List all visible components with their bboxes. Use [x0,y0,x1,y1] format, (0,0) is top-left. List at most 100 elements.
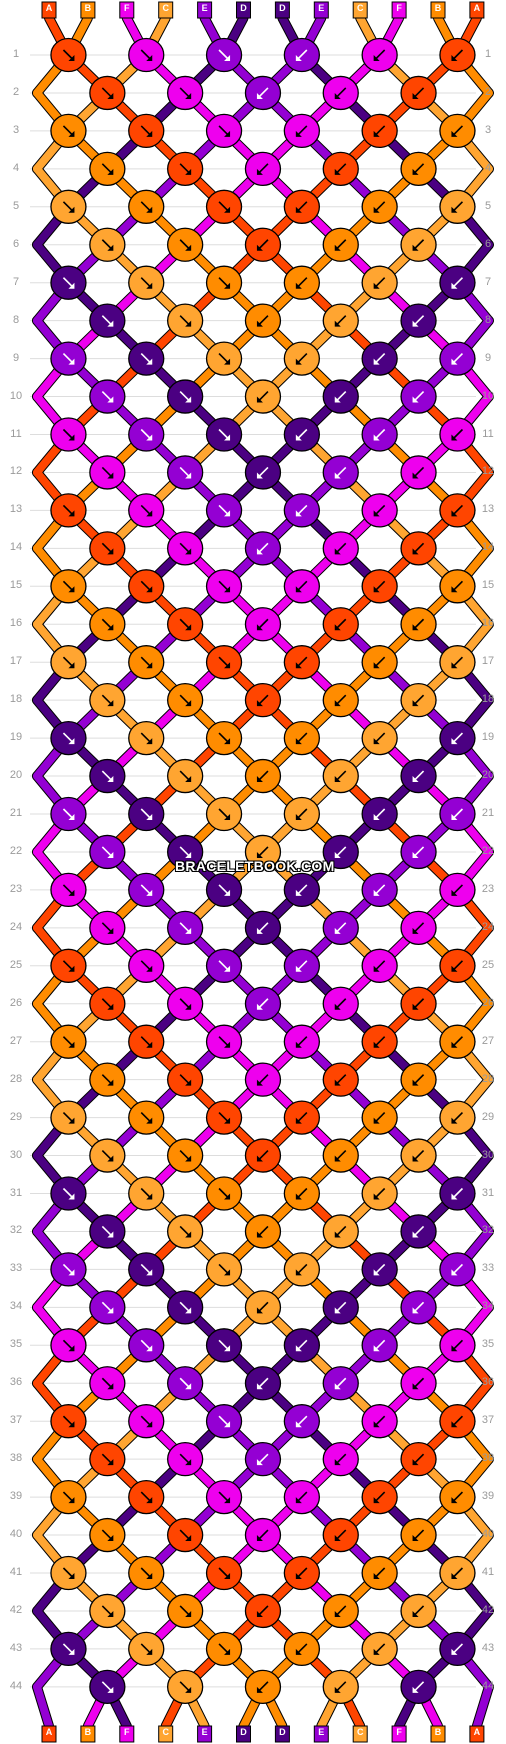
knot-arrow-head-icon [334,396,341,403]
knot-arrow-head-icon [146,510,153,517]
knot-arrow-icon [140,1491,151,1502]
knot-arrow-head-icon [68,814,75,820]
knot-arrow-icon [179,1453,190,1464]
knot-arrow-icon [336,1301,347,1312]
knot-arrow-head-icon [451,889,458,896]
knot-arrow-icon [413,846,425,857]
knot-arrow-icon [179,87,190,98]
knot-arrow-head-icon [451,1193,458,1200]
knot-arrow-head-icon [412,776,419,783]
row-number-right: 15 [481,579,495,592]
knot-arrow-head-icon [185,472,192,479]
knot-arrow-icon [413,618,425,629]
bottom-string-tab-label: A [473,1727,481,1737]
knot-arrow-head-icon [334,927,341,934]
knot-arrow-head-icon [224,434,231,441]
knot-arrow-icon [452,1643,464,1654]
bottom-string-tab-label: F [124,1727,130,1737]
row-number-right: 36 [481,1376,495,1389]
row-number-right: 2 [484,85,492,98]
knot-arrow-head-icon [256,1231,263,1238]
knot-arrow-icon [218,656,229,667]
knot-arrow-head-icon [373,206,380,213]
knot-arrow-head-icon [295,965,302,972]
row-number-right: 41 [481,1566,495,1578]
knot-arrow-icon [297,1491,308,1502]
knot-arrow-head-icon [146,206,153,213]
knot-arrow-icon [62,125,74,136]
knot-arrow-icon [375,1036,386,1047]
knot-arrow-icon [218,1263,229,1274]
knot-arrow-icon [375,125,386,136]
knot-arrow-head-icon [373,510,380,517]
knot-arrow-head-icon [146,1421,153,1428]
knot-arrow-head-icon [412,700,419,707]
knot-arrow-head-icon [107,1307,114,1314]
knot-arrow-icon [413,1529,425,1540]
knot-arrow-icon [258,770,269,781]
knot-arrow-head-icon [295,1269,302,1276]
knot-arrow-head-icon [373,434,380,441]
knot-arrow-icon [62,1567,74,1578]
row-number-right: 14 [481,541,495,554]
knot-arrow-icon [101,1453,112,1464]
knot-arrow-head-icon [334,1079,341,1086]
row-number-left: 20 [9,769,23,782]
knot-arrow-head-icon [373,662,380,669]
knot-arrow-icon [258,1149,269,1161]
knot-arrow-icon [297,656,308,667]
knot-arrow-head-icon [256,244,263,251]
knot-arrow-head-icon [68,130,75,137]
row-number-left: 23 [9,882,23,895]
knot-arrow-head-icon [107,1459,114,1466]
knot-arrow-head-icon [224,130,231,137]
knot-arrow-icon [452,277,464,288]
knot-arrow-head-icon [412,92,419,99]
bottom-string-tab [236,1725,251,1743]
knot-arrow-icon [62,580,74,591]
knot-arrow-head-icon [295,1573,302,1579]
knot-arrow-icon [62,1187,74,1199]
row-number-right: 3 [484,123,492,136]
knot-arrow-icon [140,428,151,440]
row-number-right: 30 [481,1148,495,1161]
knot-arrow-head-icon [256,1459,263,1466]
row-number-right: 33 [481,1262,495,1275]
knot-arrow-icon [218,504,229,515]
knot-arrow-head-icon [68,55,75,61]
knot-arrow-head-icon [373,130,380,137]
row-number-right: 37 [481,1414,495,1427]
knot-arrow-head-icon [295,1041,302,1048]
knot-arrow-icon [140,732,151,743]
knot-arrow-icon [297,884,308,895]
knot-arrow-head-icon [373,1421,380,1428]
row-number-left: 10 [9,389,23,402]
knot-arrow-icon [101,1149,112,1161]
knot-arrow-head-icon [373,1648,380,1655]
knot-arrow-head-icon [68,282,75,289]
row-number-right: 19 [481,731,495,744]
knot-arrow-head-icon [185,320,192,327]
knot-arrow-head-icon [334,548,341,555]
knot-arrow-head-icon [451,814,458,820]
knot-arrow-icon [375,1112,386,1123]
row-number-right: 22 [481,844,495,857]
bottom-string-tab [158,1725,174,1743]
knot-arrow-head-icon [107,1231,114,1238]
row-number-left: 1 [12,48,20,60]
knot-arrow-icon [452,504,464,515]
knot-arrow-head-icon [412,1686,419,1693]
knot-arrow-icon [218,125,229,136]
knot-arrow-icon [413,315,425,326]
row-number-left: 35 [9,1338,23,1351]
top-string-tab-label: A [45,3,53,13]
top-string-tab-label: A [473,3,481,13]
knot-arrow-icon [62,1339,74,1350]
knot-arrow-icon [218,1491,229,1502]
knot-arrow-head-icon [185,168,192,175]
knot-arrow-icon [375,201,386,212]
knot-arrow-head-icon [185,700,192,707]
top-string-tab-label: F [396,3,402,13]
knot-arrow-icon [452,1339,464,1350]
row-number-right: 16 [481,617,495,630]
